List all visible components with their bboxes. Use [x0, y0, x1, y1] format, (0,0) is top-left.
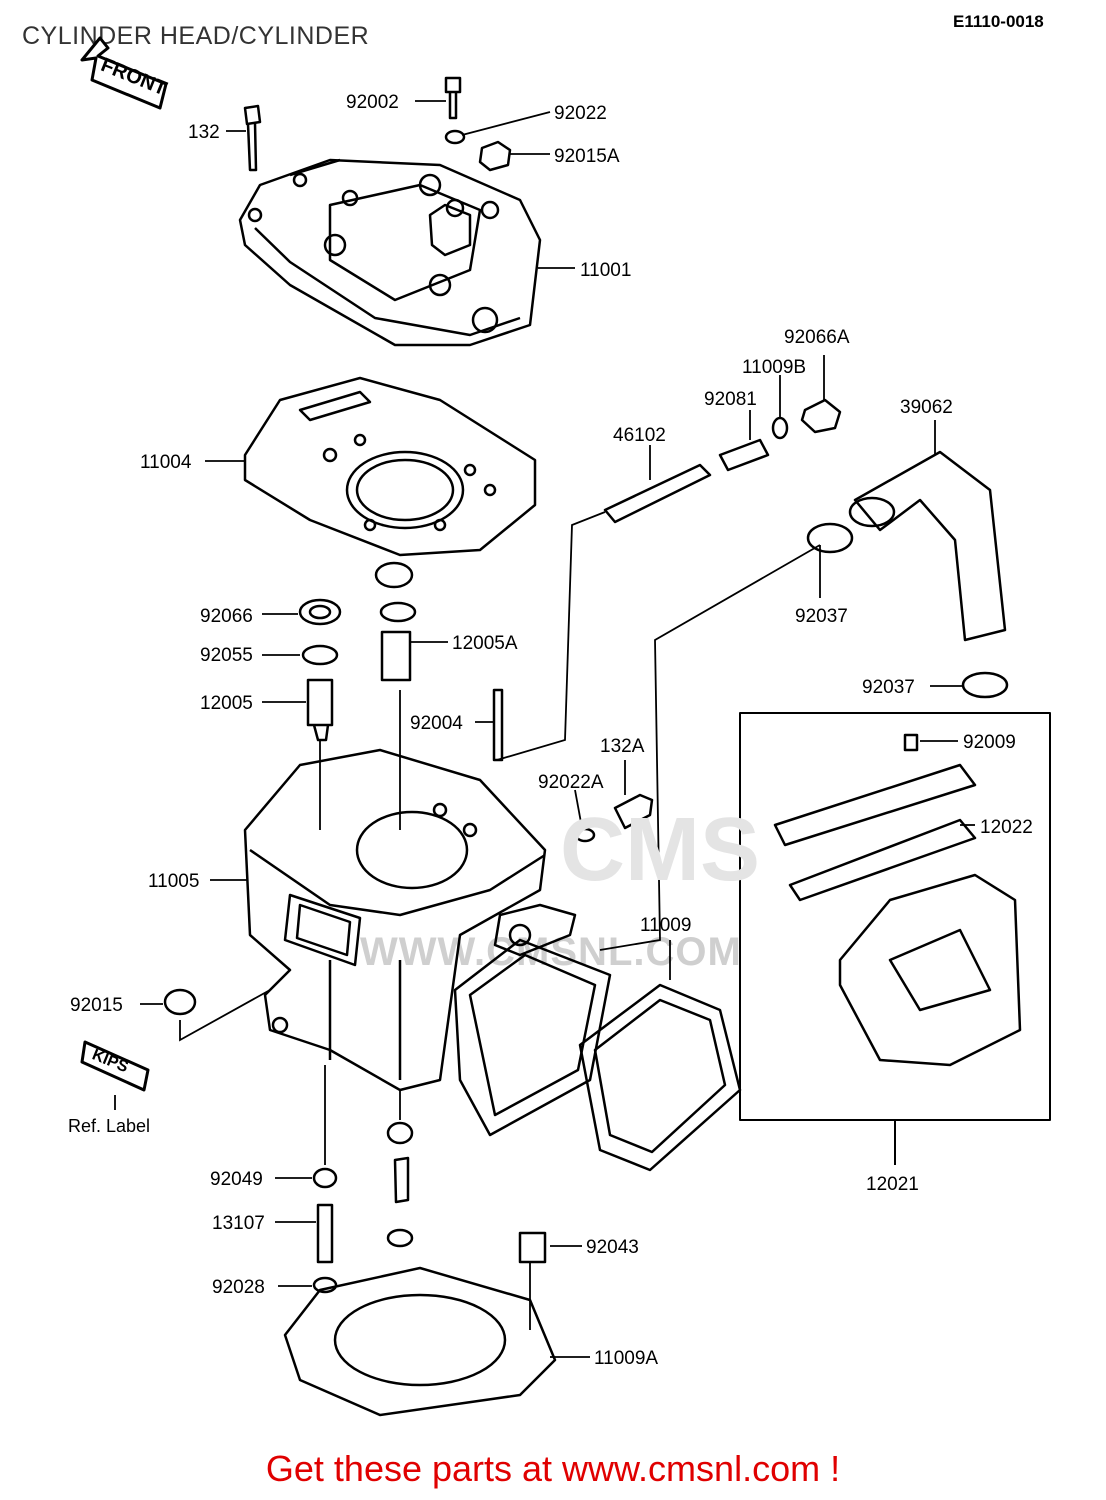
label-92037-upper[interactable]: 92037: [795, 606, 848, 627]
o-ring-92055-icon: [301, 644, 339, 666]
clamp-92037-upper-icon: [806, 522, 854, 554]
label-92002[interactable]: 92002: [346, 92, 399, 113]
washer-bottom-icon: [386, 1228, 414, 1248]
footer-link[interactable]: Get these parts at www.cmsnl.com !: [265, 1448, 841, 1489]
nut-92015-icon: [163, 988, 197, 1016]
label-92066A[interactable]: 92066A: [784, 327, 850, 348]
label-92009[interactable]: 92009: [963, 732, 1016, 753]
washer-11009B-icon: [771, 416, 789, 440]
label-132[interactable]: 132: [188, 122, 220, 143]
label-11009B[interactable]: 11009B: [742, 357, 806, 378]
label-11001[interactable]: 11001: [580, 260, 631, 281]
label-92015[interactable]: 92015: [70, 995, 123, 1016]
cylinder-head-part[interactable]: [238, 158, 542, 347]
gasket-11009-part[interactable]: [453, 938, 742, 1172]
spring-92081-icon: [718, 438, 770, 472]
bolt-132-icon: [243, 104, 262, 172]
leader-lines: [114, 100, 975, 1358]
cylinder-part[interactable]: [243, 748, 577, 1092]
page-title: CYLINDER HEAD/CYLINDER: [22, 22, 370, 50]
kips-tag-icon: KIPS: [80, 1040, 150, 1092]
watermark-logo: CMS: [560, 800, 760, 900]
label-11004[interactable]: 11004: [140, 452, 192, 473]
label-12021[interactable]: 12021: [866, 1174, 919, 1195]
clamp-92037-lower-icon: [961, 671, 1009, 699]
label-12005A[interactable]: 12005A: [452, 633, 518, 654]
front-arrow-icon: FRONT: [80, 36, 170, 110]
kips-label: KIPS: [90, 1046, 131, 1076]
dowel-92043-icon: [518, 1231, 547, 1264]
label-92004[interactable]: 92004: [410, 713, 463, 734]
hose-39062-part[interactable]: [848, 450, 1007, 642]
label-92022[interactable]: 92022: [554, 103, 607, 124]
label-13107[interactable]: 13107: [212, 1213, 265, 1234]
head-gasket-part[interactable]: [243, 376, 537, 557]
label-11005[interactable]: 11005: [148, 871, 199, 892]
label-39062[interactable]: 39062: [900, 397, 953, 418]
label-132A[interactable]: 132A: [600, 736, 645, 757]
plug-12005-icon: [306, 678, 334, 742]
plug-12005A-icon: [374, 561, 417, 682]
label-12022[interactable]: 12022: [980, 817, 1033, 838]
drain-bolt-icon: [393, 1156, 410, 1204]
label-92055[interactable]: 92055: [200, 645, 253, 666]
label-92037-lower[interactable]: 92037: [862, 677, 915, 698]
label-92081[interactable]: 92081: [704, 389, 757, 410]
stud-92004-icon: [492, 688, 504, 762]
bolt-92066A-icon: [800, 398, 842, 434]
washer-92028-icon: [312, 1276, 338, 1294]
reed-valve-box: [739, 712, 1051, 1121]
label-92066[interactable]: 92066: [200, 606, 253, 627]
bolt-92002-icon: [444, 76, 512, 172]
plug-bottom-icon: [386, 1121, 414, 1145]
label-11009A[interactable]: 11009A: [594, 1348, 658, 1369]
label-92015A[interactable]: 92015A: [554, 146, 620, 167]
nut-92049-icon: [312, 1167, 338, 1189]
label-92028[interactable]: 92028: [212, 1277, 265, 1298]
label-92022A[interactable]: 92022A: [538, 772, 604, 793]
label-92049[interactable]: 92049: [210, 1169, 263, 1190]
fitting-132A-icon: [574, 793, 654, 843]
part-labels: 92002 92022 92015A 132 11001 92066A 1100…: [68, 92, 1033, 1369]
ref-label-text: Ref. Label: [68, 1116, 150, 1136]
label-11009[interactable]: 11009: [640, 915, 691, 936]
label-92043[interactable]: 92043: [586, 1237, 639, 1258]
base-gasket-part[interactable]: [283, 1266, 557, 1417]
bolt-13107-icon: [316, 1203, 334, 1264]
label-46102[interactable]: 46102: [613, 425, 666, 446]
water-pipe-46102-icon: [603, 463, 712, 524]
diagram-code: E1110-0018: [953, 12, 1044, 31]
label-12005[interactable]: 12005: [200, 693, 253, 714]
plug-92066-icon: [298, 598, 342, 626]
